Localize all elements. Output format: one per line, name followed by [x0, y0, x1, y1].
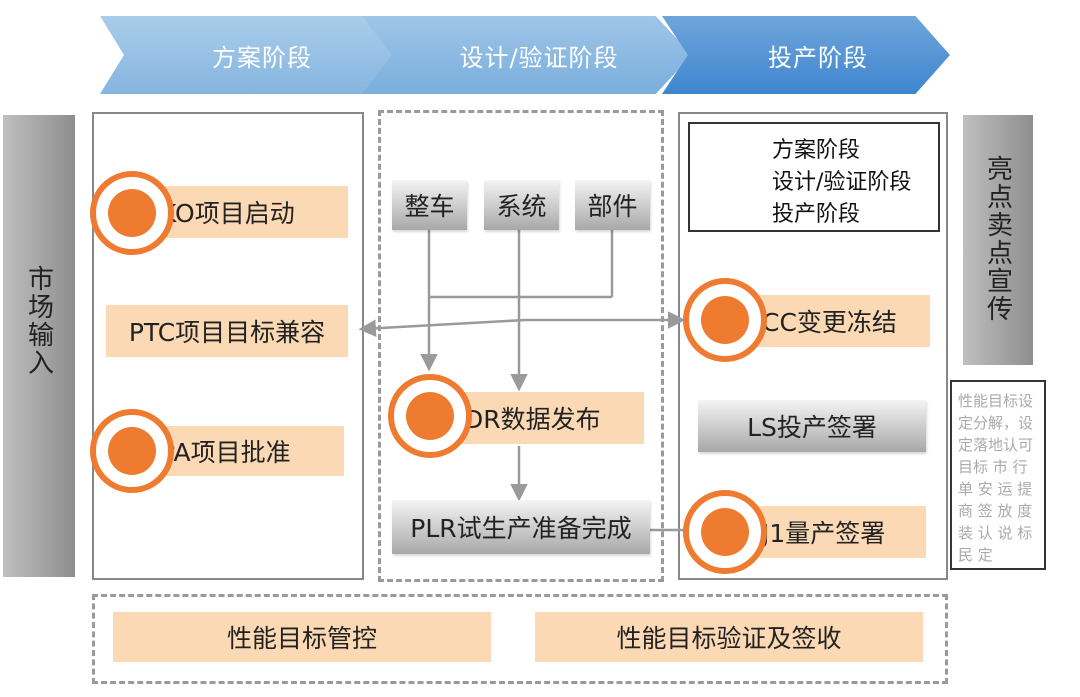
cc-label: CC变更冻结: [762, 308, 897, 337]
phase-design-verify: 设计/验证阶段: [362, 16, 692, 94]
legend-box: 方案阶段 设计/验证阶段 投产阶段: [688, 122, 940, 232]
phase-scheme: 方案阶段: [100, 16, 400, 94]
perf-verify-label: 性能目标验证及签收: [616, 624, 842, 653]
pa-label: PA项目批准: [160, 438, 291, 467]
pa-milestone-icon: [90, 409, 174, 493]
ko-label: KO项目启动: [160, 199, 295, 228]
legend-design-verify: 设计/验证阶段: [772, 170, 912, 195]
ls-label: LS投产签署: [747, 413, 877, 442]
legend-scheme: 方案阶段: [772, 138, 861, 163]
plr-box: PLR试生产准备完成: [392, 500, 650, 554]
phase-scheme-label: 方案阶段: [212, 43, 312, 72]
vehicle-box: 整车: [392, 180, 467, 230]
phase-production-label: 投产阶段: [768, 43, 868, 72]
perf-control-bar: 性能目标管控: [113, 612, 491, 662]
faded-note-box: 性能目标设定分解，设定落地认可目标 市 行 单 安 运 提 商 签 放 度 装 …: [950, 380, 1046, 570]
part-label: 部件: [587, 192, 638, 221]
highlight-promo-label: 亮点卖点宣传: [982, 155, 1013, 323]
j1-milestone-icon: [683, 490, 767, 574]
phase-production: 投产阶段: [662, 16, 950, 94]
legend-production: 投产阶段: [772, 202, 861, 227]
perf-verify-bar: 性能目标验证及签收: [535, 612, 923, 662]
market-input-label: 市场输入: [23, 265, 54, 377]
j1-label: J1量产签署: [762, 519, 886, 548]
perf-control-label: 性能目标管控: [226, 624, 377, 653]
ptc-label: PTC项目目标兼容: [128, 318, 326, 347]
system-box: 系统: [484, 180, 559, 230]
part-box: 部件: [575, 180, 650, 230]
ko-milestone-icon: [90, 171, 174, 255]
ptc-bar: PTC项目目标兼容: [106, 305, 348, 357]
phase-design-verify-label: 设计/验证阶段: [459, 43, 619, 72]
faded-note-text: 性能目标设定分解，设定落地认可目标 市 行 单 安 运 提 商 签 放 度 装 …: [958, 392, 1034, 564]
vehicle-label: 整车: [404, 192, 455, 221]
cc-milestone-icon: [683, 278, 767, 362]
dr-milestone-icon: [388, 374, 472, 458]
plr-label: PLR试生产准备完成: [410, 514, 632, 543]
highlight-promo-bar: 亮点卖点宣传: [963, 115, 1033, 365]
market-input-bar: 市场输入: [3, 115, 75, 577]
system-label: 系统: [496, 192, 547, 221]
ls-box: LS投产签署: [698, 400, 926, 452]
dr-label: DR数据发布: [464, 405, 601, 434]
